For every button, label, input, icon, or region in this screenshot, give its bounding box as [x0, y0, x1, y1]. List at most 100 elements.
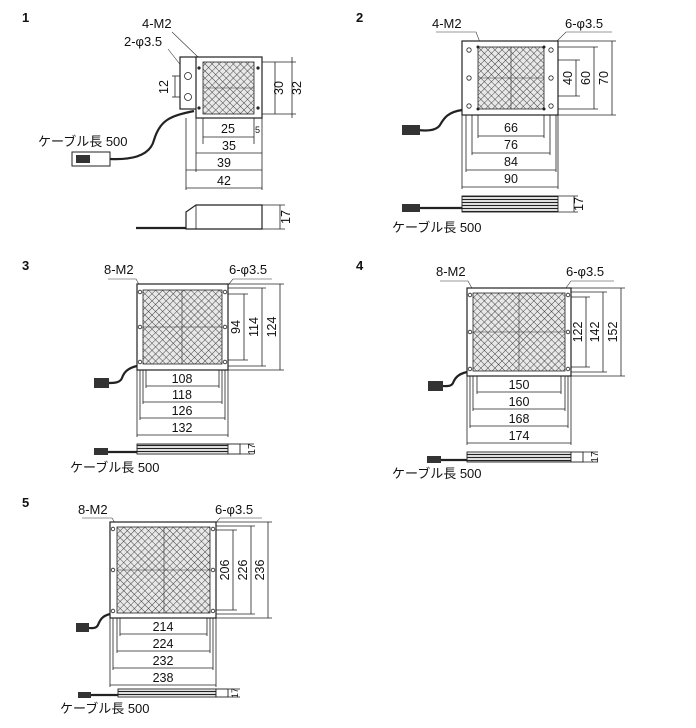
cable-length-label: ケーブル長 500 [392, 220, 482, 235]
mount-hole [184, 93, 192, 101]
mount-hole [137, 324, 143, 330]
dim-25: 25 [221, 122, 235, 136]
cable [87, 612, 111, 630]
thread-hole [542, 45, 546, 49]
side-connector [427, 456, 441, 463]
dim-32: 32 [290, 81, 304, 95]
mount-hole [210, 567, 216, 573]
dim-126: 126 [172, 404, 193, 418]
diagram-5: 5 8-M2 6-φ3.5 206 226 236 [22, 495, 272, 716]
mount-hole [548, 75, 554, 81]
dim-94: 94 [229, 320, 243, 334]
side-view [461, 195, 559, 213]
leader-line [552, 31, 612, 46]
dim-214: 214 [153, 620, 174, 634]
dim-118: 118 [172, 388, 192, 402]
thread-hole-label: 4-M2 [432, 16, 462, 31]
mount-hole [222, 324, 228, 330]
side-end [227, 443, 241, 455]
leader-line [210, 517, 262, 529]
side-view [117, 688, 217, 698]
dim-84: 84 [504, 155, 518, 169]
mount-hole-label: 6-φ3.5 [229, 262, 267, 277]
dim-40: 40 [561, 71, 575, 85]
cable-length-label: ケーブル長 500 [60, 701, 150, 716]
cable-length-label: ケーブル長 500 [38, 134, 128, 149]
thread-hole-label: 8-M2 [78, 502, 108, 517]
leader-line [171, 31, 199, 58]
diagram-number: 2 [356, 10, 363, 25]
mount-hole [548, 47, 554, 53]
side-view [185, 204, 263, 230]
dim-17: 17 [279, 210, 293, 224]
thread-hole [256, 66, 260, 70]
dim-108: 108 [172, 372, 193, 386]
cable [441, 370, 468, 388]
dim-160: 160 [509, 395, 530, 409]
thread-hole-label: 8-M2 [436, 264, 466, 279]
dim-124: 124 [265, 317, 279, 338]
cable-length-label: ケーブル長 500 [392, 466, 482, 481]
diagram-3: 3 8-M2 6-φ3.5 94 114 124 [22, 258, 284, 475]
dim-70: 70 [597, 71, 611, 85]
dim-17: 17 [572, 197, 586, 211]
side-connector [94, 448, 108, 455]
mount-hole [467, 329, 473, 335]
dim-174: 174 [509, 429, 530, 443]
dim-236: 236 [253, 560, 267, 581]
thread-hole [256, 106, 260, 110]
dim-35: 35 [222, 139, 236, 153]
mount-hole-label: 2-φ3.5 [124, 34, 162, 49]
dim-60: 60 [579, 71, 593, 85]
mount-hole [110, 567, 116, 573]
mount-hole [565, 366, 571, 372]
side-end [570, 451, 584, 463]
side-view [466, 451, 572, 463]
dim-224: 224 [153, 637, 174, 651]
mount-hole [466, 103, 472, 109]
dim-76: 76 [504, 138, 518, 152]
mount-hole [466, 75, 472, 81]
dim-42: 42 [217, 174, 231, 188]
side-connector [78, 692, 91, 698]
mount-hole [565, 329, 571, 335]
diagram-number: 1 [22, 10, 29, 25]
dim-132: 132 [172, 421, 193, 435]
side-end [215, 688, 229, 698]
dim-17: 17 [230, 688, 240, 698]
mount-hole [222, 359, 228, 365]
mount-hole [548, 103, 554, 109]
thread-hole [542, 107, 546, 111]
connector [428, 381, 443, 391]
connector-pins [76, 155, 90, 163]
connector [76, 623, 89, 632]
mount-hole [565, 292, 571, 298]
dim-30: 30 [272, 81, 286, 95]
mount-hole [222, 289, 228, 295]
dim-17: 17 [590, 451, 601, 463]
dim-168: 168 [509, 412, 530, 426]
mount-hole [137, 289, 143, 295]
cable [417, 108, 463, 132]
diagram-number: 3 [22, 258, 29, 273]
mount-hole [137, 359, 143, 365]
mount-hole [467, 366, 473, 372]
thread-hole [197, 66, 201, 70]
dim-90: 90 [504, 172, 518, 186]
mount-hole-label: 6-φ3.5 [215, 502, 253, 517]
mount-hole [210, 608, 216, 614]
diagram-2: 2 4-M2 6-φ3.5 40 60 70 [356, 10, 616, 235]
mount-hole [210, 526, 216, 532]
mount-hole [184, 72, 192, 80]
dim-152: 152 [606, 322, 620, 343]
dim-122: 122 [571, 322, 585, 343]
dim-12: 12 [157, 80, 171, 94]
diagram-1: 1 4-M2 2-φ3.5 ケーブル長 500 12 30 32 [22, 10, 304, 230]
cable [109, 109, 195, 161]
mount-hole [466, 47, 472, 53]
cable-length-label: ケーブル長 500 [70, 460, 160, 475]
dim-17: 17 [247, 443, 258, 455]
mount-hole [110, 526, 116, 532]
thread-hole-label: 4-M2 [142, 16, 172, 31]
